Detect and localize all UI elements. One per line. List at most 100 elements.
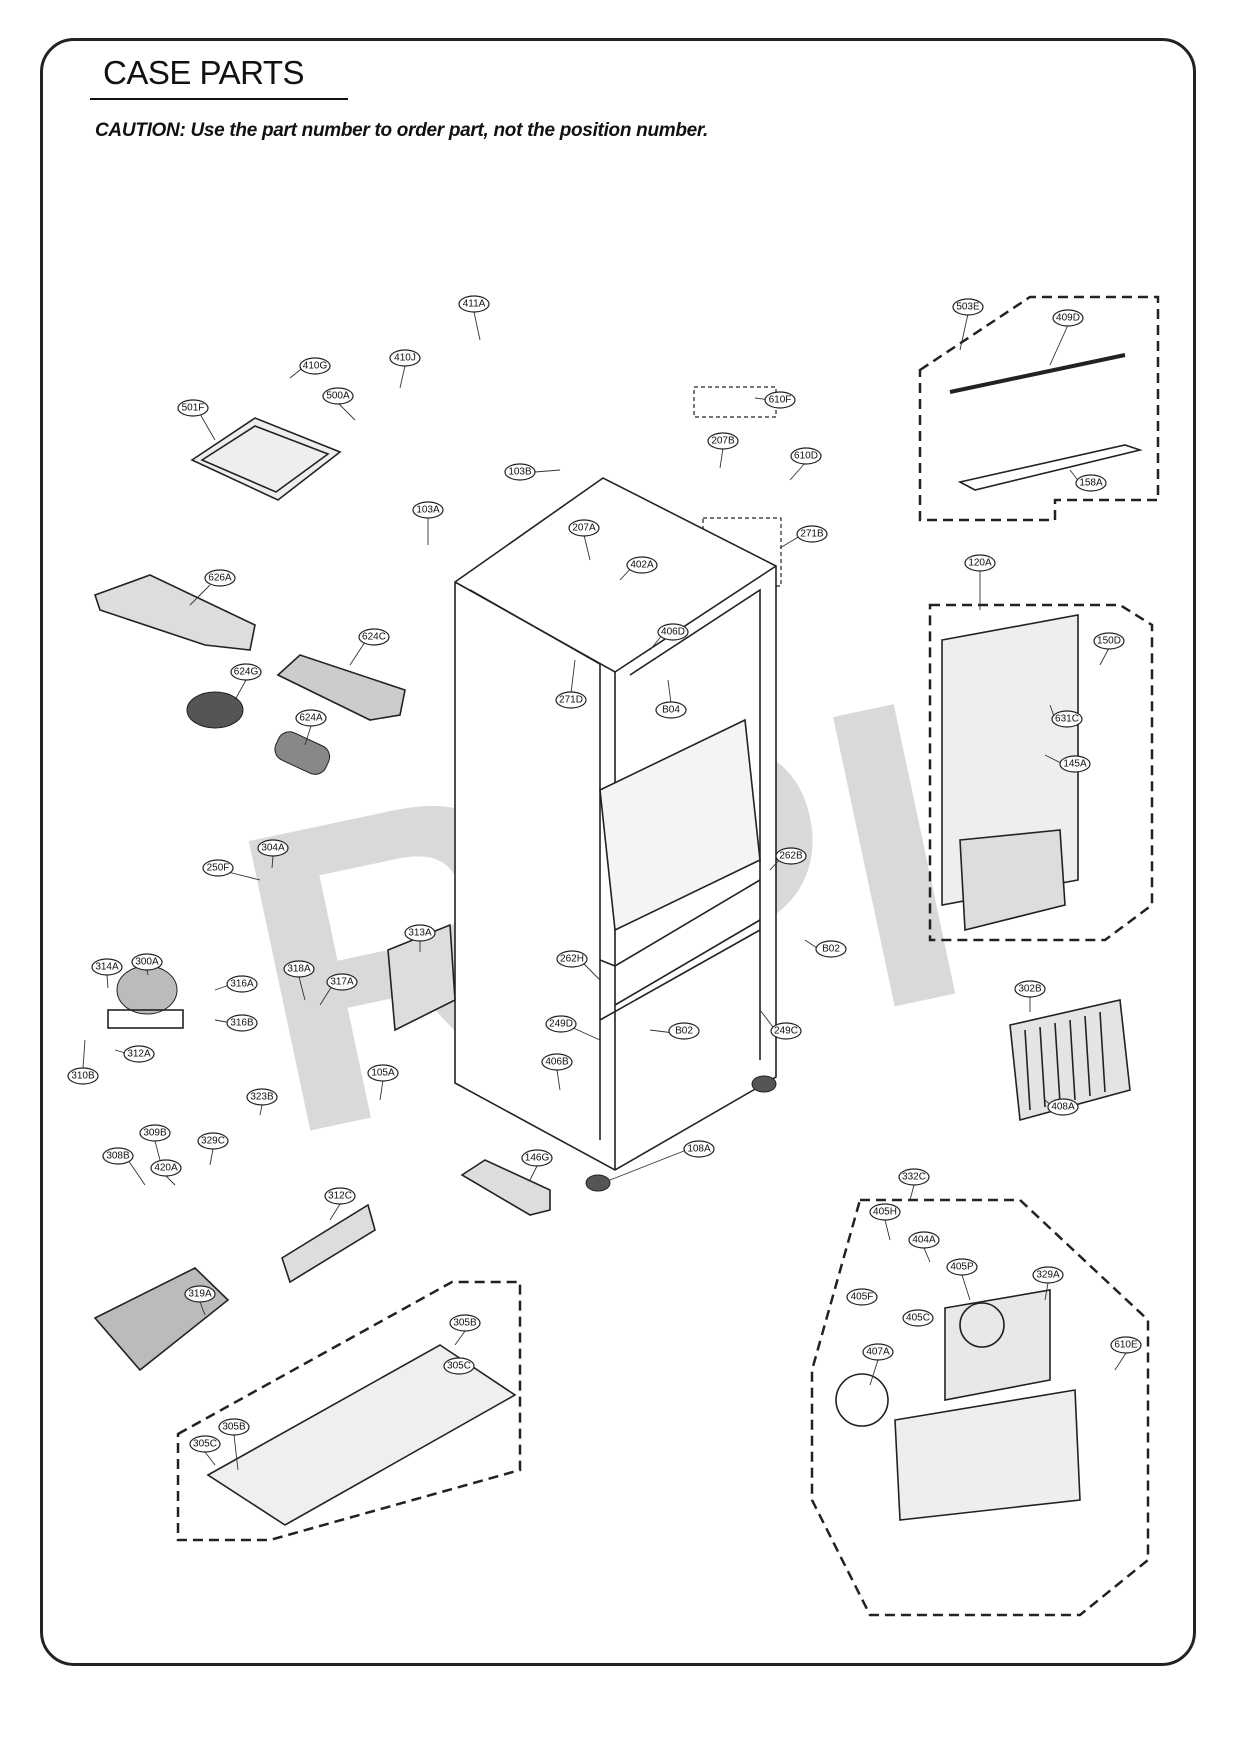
callout-207a: 207A	[568, 519, 600, 537]
callout-bubble	[846, 1288, 878, 1306]
callout-305c: 305C	[443, 1357, 475, 1375]
callout-label: 304A	[261, 843, 285, 854]
callout-label: 406D	[661, 627, 685, 638]
callout-label: 610F	[769, 395, 792, 406]
callout-bubble	[283, 960, 315, 978]
callout-label: 317A	[330, 977, 354, 988]
callout-b04: B04	[655, 701, 687, 719]
callout-label: 302B	[1018, 984, 1042, 995]
callout-406d: 406D	[657, 623, 689, 641]
callout-bubble	[908, 1231, 940, 1249]
callout-bubble	[1093, 632, 1125, 650]
callout-bubble	[257, 839, 289, 857]
callout-bubble	[946, 1258, 978, 1276]
callout-label: 409D	[1056, 313, 1080, 324]
callout-label: 145A	[1063, 759, 1087, 770]
callout-leader-line	[961, 1274, 971, 1301]
callout-bubble	[443, 1357, 475, 1375]
callout-624g: 624G	[230, 663, 262, 681]
callout-405h: 405H	[869, 1203, 901, 1221]
callout-label: 329C	[201, 1136, 225, 1147]
callout-271b: 271B	[796, 525, 828, 543]
callout-626a: 626A	[204, 569, 236, 587]
callout-leader-line	[609, 1148, 690, 1181]
callout-bubble	[322, 387, 354, 405]
callout-bubble	[568, 519, 600, 537]
callout-label: 501F	[182, 403, 205, 414]
compressor-300a	[107, 965, 184, 1029]
callout-bubble	[555, 691, 587, 709]
caution-note: CAUTION: Use the part number to order pa…	[95, 120, 708, 141]
callout-leader-line	[259, 1104, 263, 1116]
cover-624c	[276, 654, 406, 721]
callout-402a: 402A	[626, 556, 658, 574]
callout-bubble	[412, 501, 444, 519]
callout-bubble	[657, 623, 689, 641]
callout-bubble	[204, 569, 236, 587]
group-outline-rail	[918, 295, 1160, 522]
callout-leader-line	[199, 1301, 206, 1316]
duct-146g	[460, 1159, 551, 1216]
callout-249c: 249C	[770, 1022, 802, 1040]
callout-145a: 145A	[1059, 755, 1091, 773]
callout-leader-line	[869, 1359, 879, 1386]
callout-bubble	[770, 1022, 802, 1040]
callout-250f: 250F	[202, 859, 234, 877]
callout-bubble	[521, 1149, 553, 1167]
callout-label: 332C	[902, 1172, 926, 1183]
callout-bubble	[541, 1053, 573, 1071]
callout-bubble	[177, 399, 209, 417]
callout-bubble	[67, 1067, 99, 1085]
callout-leader-line	[154, 1140, 161, 1161]
callout-103a: 103A	[412, 501, 444, 519]
callout-314a: 314A	[91, 958, 123, 976]
callout-leader-line	[719, 447, 724, 469]
callout-label: 408A	[1051, 1102, 1075, 1113]
callout-150d: 150D	[1093, 632, 1125, 650]
callout-leader-line	[923, 1247, 931, 1263]
callout-bubble	[246, 1088, 278, 1106]
callout-304a: 304A	[257, 839, 289, 857]
callout-500a: 500A	[322, 387, 354, 405]
callout-bubble	[964, 554, 996, 572]
callout-bubble	[184, 1285, 216, 1303]
callout-label: 500A	[326, 391, 350, 402]
callout-label: 249D	[549, 1019, 573, 1030]
callout-label: 207B	[711, 436, 735, 447]
callout-b02: B02	[815, 940, 847, 958]
callout-leader-line	[199, 413, 216, 441]
callout-leader-line	[1099, 647, 1110, 666]
page-border	[40, 38, 1196, 1666]
callout-bubble	[295, 709, 327, 727]
callout-310b: 310B	[67, 1067, 99, 1085]
ice-chute-626a	[93, 574, 256, 651]
callout-bubble	[626, 556, 658, 574]
callout-317a: 317A	[326, 973, 358, 991]
callout-leader-line	[146, 969, 149, 976]
rail-409d	[949, 353, 1143, 491]
callout-label: 249C	[774, 1026, 798, 1037]
callout-label: 405F	[851, 1292, 874, 1303]
callout-leader-line	[556, 1069, 561, 1091]
callout-411a: 411A	[458, 295, 490, 313]
callout-label: 312A	[127, 1049, 151, 1060]
callout-label: 316B	[230, 1018, 254, 1029]
callout-label: 407A	[866, 1347, 890, 1358]
callout-bubble	[458, 295, 490, 313]
callout-leader-line	[529, 1165, 538, 1181]
callout-leader-line	[204, 1451, 216, 1466]
callout-108a: 108A	[683, 1140, 715, 1158]
callout-label: 420A	[154, 1163, 178, 1174]
callout-bubble	[655, 701, 687, 719]
group-outline-610f	[693, 386, 777, 418]
callout-leader-line	[909, 1184, 915, 1201]
callout-leader-line	[106, 974, 109, 989]
callout-bubble	[230, 663, 262, 681]
callout-bubble	[707, 432, 739, 450]
callout-103b: 103B	[504, 463, 536, 481]
group-outline-evaporator-cover	[928, 603, 1154, 942]
callout-bubble	[556, 950, 588, 968]
callout-bubble	[91, 958, 123, 976]
callout-leader-line	[233, 1434, 239, 1471]
callout-bubble	[668, 1022, 700, 1040]
